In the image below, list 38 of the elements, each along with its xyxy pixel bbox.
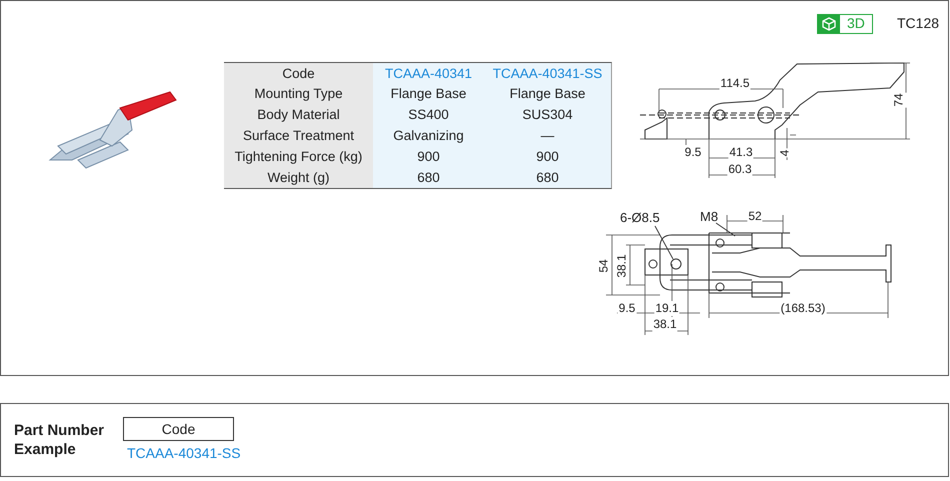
section-title: Part Number Example xyxy=(14,421,106,459)
callout-label: M8 xyxy=(700,209,718,224)
spec-name: Body Material xyxy=(224,104,374,126)
dimension-label: 38.1 xyxy=(652,317,678,332)
part-code: TCAAA-40341-SS xyxy=(484,62,612,84)
mounting-hole xyxy=(670,258,682,270)
spec-value: 680 xyxy=(484,167,612,189)
series-code: TC128 xyxy=(897,16,940,31)
spec-value: 680 xyxy=(373,167,485,189)
spec-name: Tightening Force (kg) xyxy=(224,146,374,168)
spec-name: Mounting Type xyxy=(224,83,374,105)
part-code: TCAAA-40341 xyxy=(373,62,485,84)
dimension-label: (168.53) xyxy=(780,301,826,316)
callout-label: 6-Ø8.5 xyxy=(620,210,660,225)
dimension-label: 9.5 xyxy=(684,145,702,160)
spec-value: SUS304 xyxy=(484,104,612,126)
spec-name: Surface Treatment xyxy=(224,125,374,147)
spec-value: SS400 xyxy=(373,104,485,126)
spec-value: — xyxy=(484,125,612,147)
leader-line xyxy=(716,222,736,236)
leader-line xyxy=(654,226,674,260)
spec-value: 900 xyxy=(484,146,612,168)
dimension-label: 41.3 xyxy=(728,145,754,160)
spec-name: Weight (g) xyxy=(224,167,374,189)
3d-view-button: 3D xyxy=(817,14,873,34)
dimension-label: 114.5 xyxy=(719,76,751,91)
spec-name: Code xyxy=(224,62,374,84)
code-field: Code xyxy=(123,417,234,441)
dimension-label: 9.5 xyxy=(618,301,636,316)
example-code: TCAAA-40341-SS xyxy=(127,446,241,461)
spec-value: Flange Base xyxy=(373,83,485,105)
dimension-label: 19.1 xyxy=(654,301,680,316)
spec-value: 900 xyxy=(373,146,485,168)
spec-value: Flange Base xyxy=(484,83,612,105)
dimension-label: 52 xyxy=(747,209,763,224)
dimension-label: 60.3 xyxy=(727,162,753,177)
dimension-label: 74 xyxy=(892,92,906,108)
spec-value: Galvanizing xyxy=(373,125,485,147)
